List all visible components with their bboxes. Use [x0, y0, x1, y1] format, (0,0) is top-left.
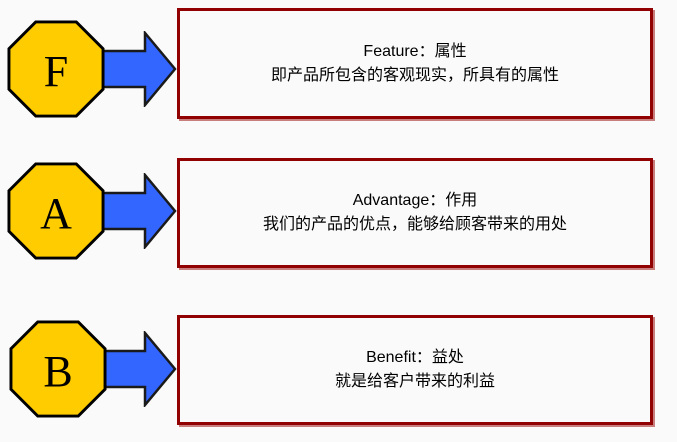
advantage-box-description: 我们的产品的优点，能够给顾客带来的用处 [262, 216, 567, 233]
right-arrow-icon [97, 31, 177, 107]
octagon-letter-advantage: A [40, 189, 72, 238]
octagon-advantage: A [7, 162, 105, 260]
feature-box: Feature：属性 即产品所包含的客观现实，所具有的属性 [177, 8, 653, 119]
right-arrow-icon [97, 173, 177, 249]
benefit-box: Benefit：益处 就是给客户带来的利益 [177, 315, 653, 425]
benefit-box-title: Benefit：益处 [366, 349, 464, 366]
octagon-benefit: B [9, 320, 107, 418]
right-arrow-icon [97, 331, 177, 407]
octagon-shape-icon [9, 320, 107, 418]
feature-box-title: Feature：属性 [363, 42, 467, 60]
octagon-letter-feature: F [43, 47, 69, 96]
advantage-box: Advantage：作用 我们的产品的优点，能够给顾客带来的用处 [177, 158, 653, 268]
octagon-feature: F [7, 20, 105, 118]
octagon-shape-icon [7, 162, 105, 260]
benefit-box-description: 就是给客户带来的利益 [334, 373, 495, 390]
octagon-shape-icon [7, 20, 105, 118]
advantage-box-title: Advantage：作用 [352, 192, 478, 209]
feature-box-description: 即产品所包含的客观现实，所具有的属性 [270, 66, 559, 84]
octagon-letter-benefit: B [43, 347, 73, 396]
